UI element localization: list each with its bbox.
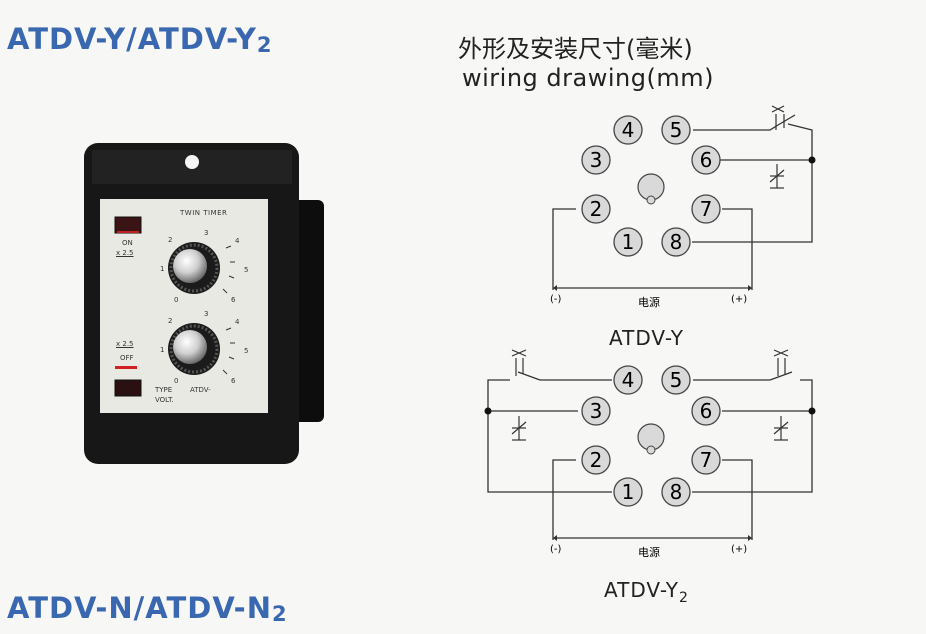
pin-6: 6: [699, 399, 713, 423]
pin-4: 4: [621, 368, 635, 392]
power-minus-label: (-): [550, 294, 562, 305]
pin-2: 2: [589, 448, 603, 472]
pin-7: 7: [699, 197, 713, 221]
dial-upper-tick: 6: [231, 296, 236, 304]
dial-lower-tick: 5: [244, 347, 249, 355]
pin-5: 5: [669, 118, 683, 142]
pin-6: 6: [699, 148, 713, 172]
device-type-label: TYPE: [155, 386, 173, 394]
device-volt-label: VOLT.: [155, 396, 174, 404]
dial-upper-tick: 5: [244, 266, 249, 274]
model-title-bottom: ATDV-N/ATDV-N2: [7, 591, 288, 626]
lower-dial: [168, 323, 220, 375]
heading-chinese: 外形及安装尺寸(毫米): [458, 35, 693, 63]
pin-3: 3: [589, 399, 603, 423]
model-title-top: ATDV-Y/ATDV-Y2: [7, 22, 273, 57]
dial-lower-tick: 4: [235, 318, 240, 326]
dial-upper-tick: 1: [160, 265, 165, 273]
dial-upper-tick: 3: [204, 229, 209, 237]
device-type-value: ATDV-: [190, 386, 211, 394]
dial-upper-tick: 0: [174, 296, 179, 304]
device-on-range: x 2.5: [116, 249, 134, 257]
device-off-label: OFF: [120, 354, 134, 362]
pin-2: 2: [589, 197, 603, 221]
dial-lower-tick: 3: [204, 310, 209, 318]
pin-8: 8: [669, 480, 683, 504]
dial-lower-tick: 6: [231, 377, 236, 385]
dial-lower-tick: 2: [168, 317, 173, 325]
power-label: 电源: [638, 296, 660, 309]
mounting-hole: [185, 155, 199, 169]
power-label: 电源: [638, 546, 660, 559]
pin-4: 4: [621, 118, 635, 142]
device-off-range: x 2.5: [116, 340, 134, 348]
upper-dial: [168, 242, 220, 294]
diagram-caption-atdv-y2: ATDV-Y2: [604, 578, 689, 606]
pin-1: 1: [621, 480, 635, 504]
device-on-label: ON: [122, 239, 133, 247]
power-minus-label: (-): [550, 544, 562, 555]
dial-lower-tick: 1: [160, 346, 165, 354]
power-plus-label: (+): [731, 544, 748, 555]
device-top-label: TWIN TIMER: [180, 209, 228, 217]
dial-lower-tick: 0: [174, 377, 179, 385]
pin-5: 5: [669, 368, 683, 392]
dial-upper-tick: 4: [235, 237, 240, 245]
diagram-caption-atdv-y: ATDV-Y: [609, 326, 684, 350]
pin-7: 7: [699, 448, 713, 472]
power-plus-label: (+): [731, 294, 748, 305]
timer-faceplate: [100, 199, 268, 413]
dial-upper-tick: 2: [168, 236, 173, 244]
pin-3: 3: [589, 148, 603, 172]
pin-1: 1: [621, 230, 635, 254]
heading-english: wiring drawing(mm): [462, 64, 714, 92]
off-led-window: [114, 379, 142, 397]
pin-8: 8: [669, 230, 683, 254]
